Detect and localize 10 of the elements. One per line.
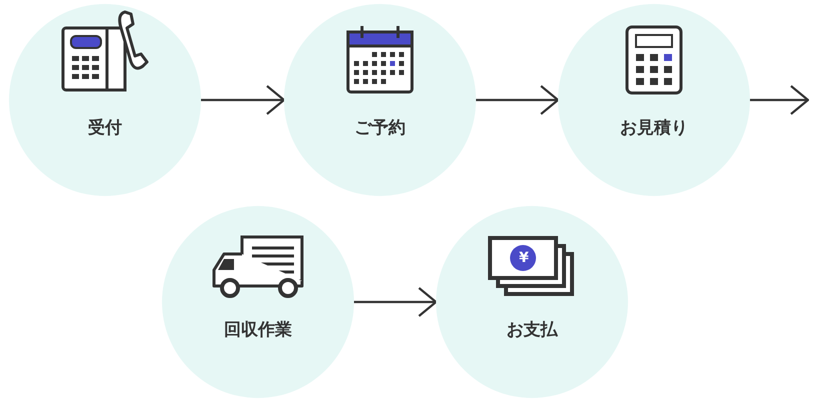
step-label: 受付 (88, 117, 122, 139)
step-label: ご予約 (354, 117, 406, 139)
step-label: お支払 (506, 319, 558, 341)
arrow (750, 84, 810, 116)
arrow (201, 84, 286, 116)
arrow (354, 286, 438, 318)
currency-symbol: ¥ (519, 251, 529, 265)
step-label: お見積り (620, 117, 688, 139)
step-label: 回収作業 (224, 319, 292, 341)
arrow (476, 84, 560, 116)
